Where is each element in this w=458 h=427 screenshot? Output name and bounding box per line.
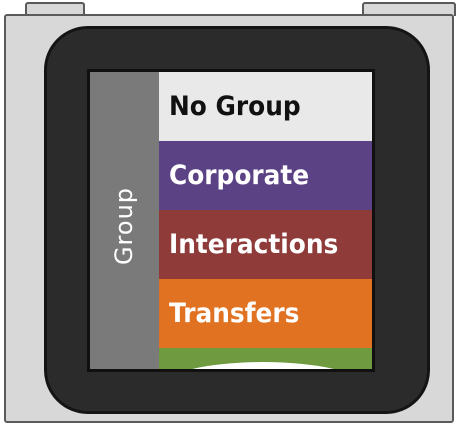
menu-item-label: No Group <box>169 91 301 122</box>
menu-item-no-group[interactable]: No Group <box>159 72 372 141</box>
group-menu: No Group Corporate Interactions Transfer… <box>159 72 372 369</box>
menu-item-interactions[interactable]: Interactions <box>159 210 372 279</box>
device-clip-right <box>362 2 456 16</box>
device-screen: Group No Group Corporate Interactions Tr… <box>87 69 375 372</box>
menu-item-label: Interactions <box>169 229 339 260</box>
device-clip-left <box>25 2 85 16</box>
menu-item-partial[interactable] <box>159 348 372 369</box>
menu-item-transfers[interactable]: Transfers <box>159 279 372 348</box>
menu-item-label: Transfers <box>169 298 300 329</box>
menu-item-label: Corporate <box>169 160 310 191</box>
group-label: Group <box>110 186 138 266</box>
scroll-indicator <box>163 362 363 369</box>
group-sidebar[interactable]: Group <box>90 72 159 369</box>
menu-item-corporate[interactable]: Corporate <box>159 141 372 210</box>
